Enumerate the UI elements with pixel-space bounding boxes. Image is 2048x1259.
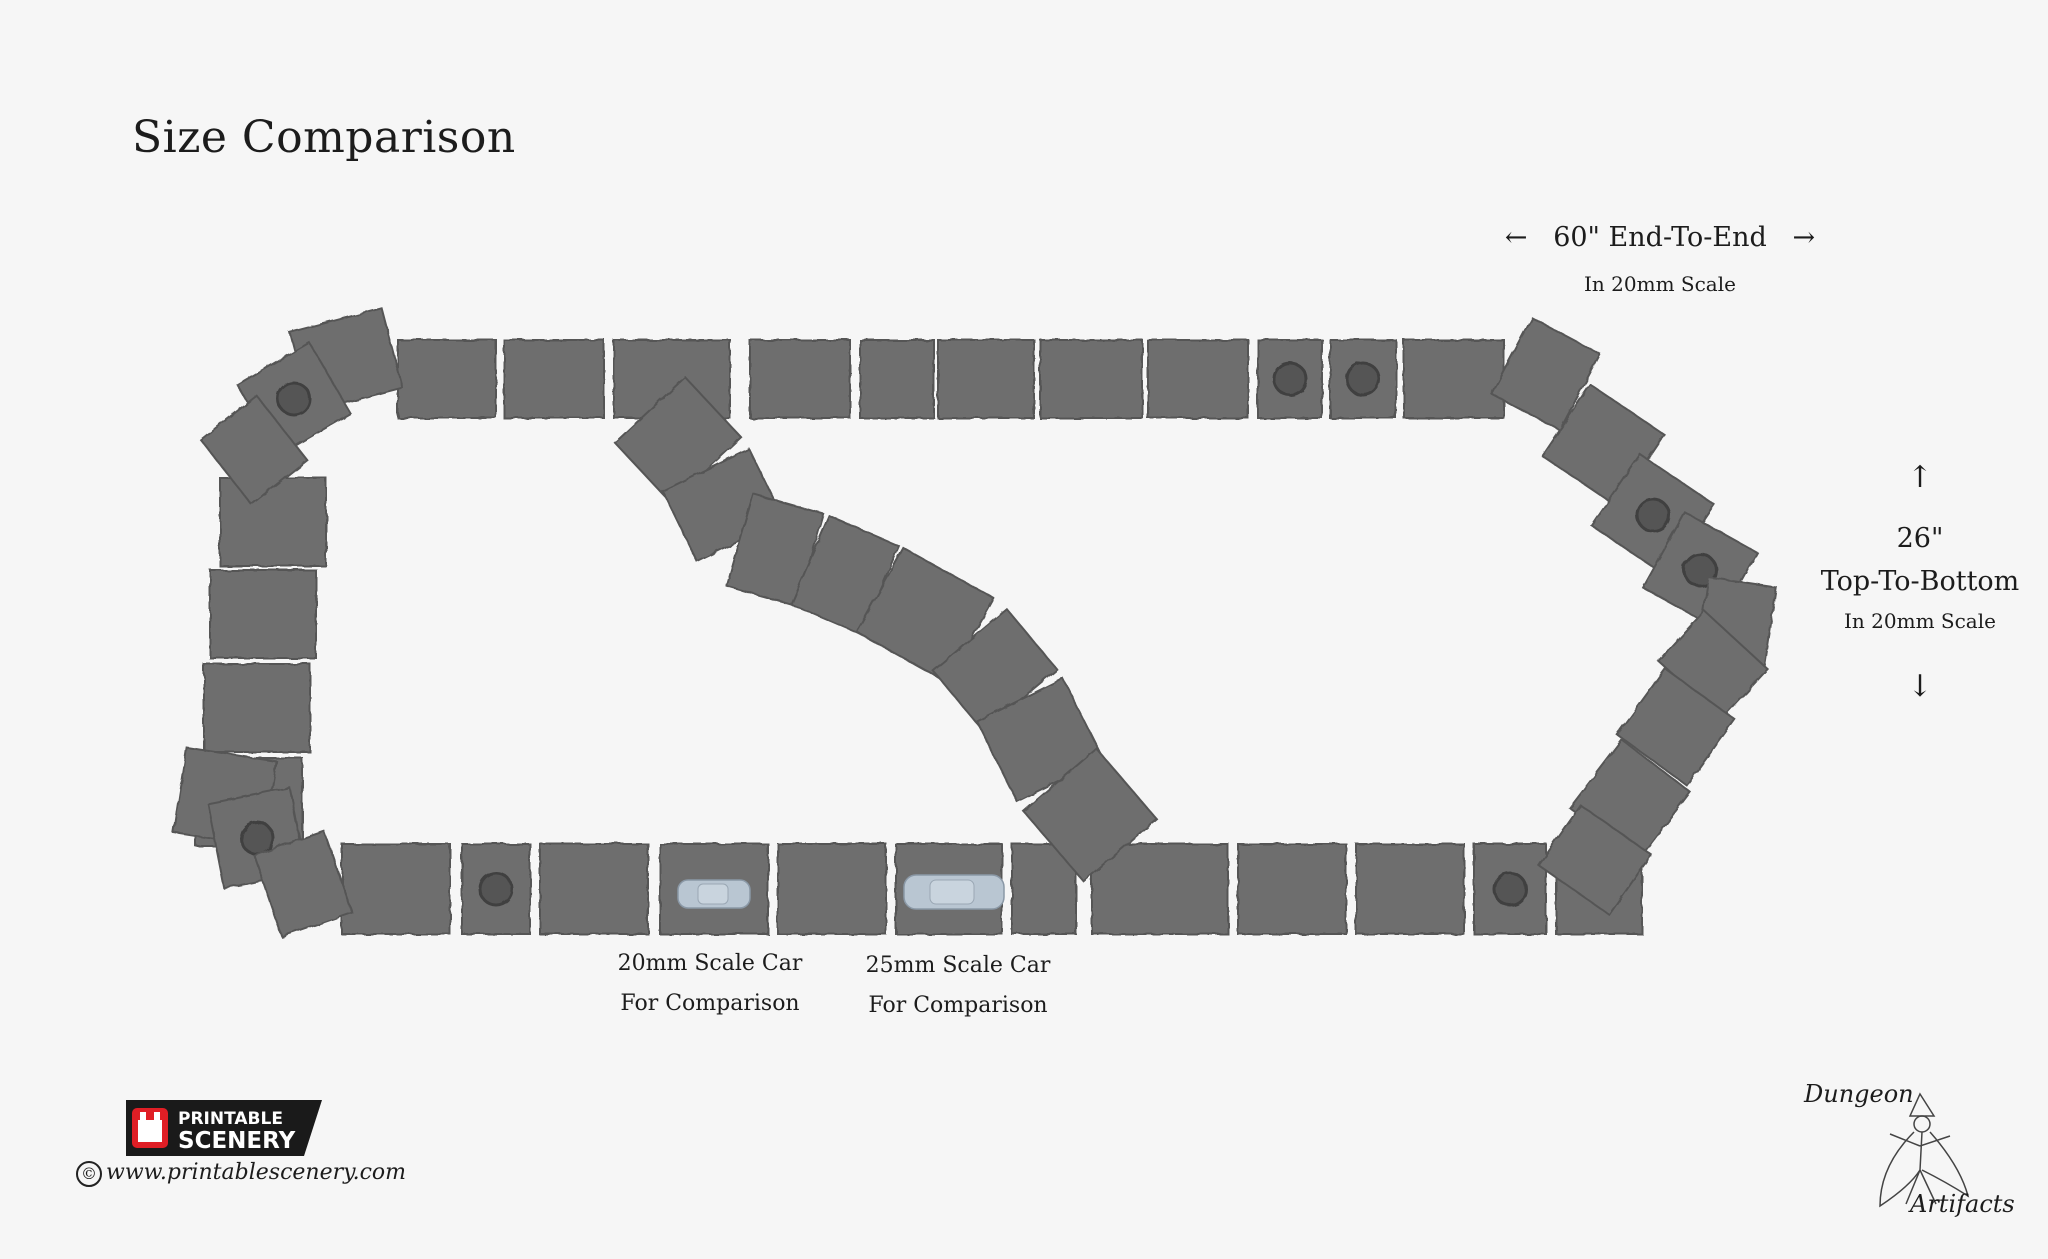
track-tile-18	[1091, 843, 1229, 935]
track-tile-32	[252, 830, 354, 938]
crater-mark	[276, 381, 312, 417]
track-tile-19	[1237, 843, 1347, 935]
track-tile-15	[777, 843, 887, 935]
car-25mm-caption: 25mm Scale Car For Comparison	[848, 946, 1068, 1026]
height-scale-label: In 20mm Scale	[1844, 609, 1996, 633]
crater-mark	[1635, 497, 1671, 533]
track-tile-3	[749, 339, 851, 419]
website-link[interactable]: www.printablescenery.com	[106, 1160, 407, 1185]
crater-mark	[1492, 871, 1528, 907]
arrow-up-icon: ↑	[1907, 460, 1933, 495]
track-tile-42	[613, 375, 743, 505]
track-tiles	[172, 307, 1778, 938]
track-tile-7	[1147, 339, 1249, 419]
crater-mark	[239, 820, 275, 856]
crater-mark	[478, 871, 514, 907]
track-tile-11	[341, 843, 451, 935]
logo-line2: SCENERY	[178, 1128, 296, 1154]
track-tile-41	[1537, 803, 1653, 917]
car-20mm-caption: 20mm Scale Car For Comparison	[600, 944, 820, 1024]
track-tile-10	[1403, 339, 1505, 419]
logo-line1: PRINTABLE	[178, 1109, 283, 1129]
car-25mm-caption-line1: 25mm Scale Car	[865, 953, 1051, 978]
track-tile-25	[203, 663, 311, 753]
height-label-text: Top-To-Bottom	[1820, 566, 2020, 597]
track-tile-44	[725, 492, 825, 608]
arrow-down-icon: ↓	[1907, 669, 1933, 704]
track-tile-33	[1490, 316, 1602, 432]
car-20mm-icon	[677, 879, 751, 909]
crater-mark	[1345, 361, 1381, 397]
page-title: Size Comparison	[132, 112, 516, 163]
car-25mm-icon	[903, 874, 1005, 910]
track-tile-6	[1039, 339, 1143, 419]
track-tile-49	[1022, 747, 1158, 883]
track-tile-1	[503, 339, 605, 419]
track-tile-23	[219, 477, 327, 567]
da-word-artifacts: Artifacts	[1910, 1190, 2015, 1218]
arrow-right-icon: →	[1792, 222, 1816, 253]
track-tile-29	[199, 394, 309, 506]
height-dimension-block: ↑ 26" Top-To-Bottom In 20mm Scale ↓	[1800, 460, 2040, 704]
printable-scenery-logo: PRINTABLE SCENERY	[126, 1100, 322, 1156]
car-20mm-caption-line2: For Comparison	[620, 991, 800, 1016]
arrow-left-icon: ←	[1504, 222, 1528, 253]
width-scale-label: In 20mm Scale	[1584, 272, 1736, 296]
track-tile-39	[1615, 667, 1737, 787]
copyright-icon: ©	[76, 1161, 102, 1187]
width-dimension-label: ← 60" End-To-End →	[1500, 222, 1820, 253]
track-tile-20	[1355, 843, 1465, 935]
track-tile-0	[397, 339, 497, 419]
car-25mm-caption-line2: For Comparison	[868, 993, 1048, 1018]
track-tile-24	[209, 569, 317, 659]
track-tile-4	[859, 339, 935, 419]
track-tile-13	[539, 843, 649, 935]
crater-mark	[1272, 361, 1308, 397]
da-word-dungeon: Dungeon	[1804, 1080, 1914, 1108]
width-label-text: 60" End-To-End	[1553, 222, 1767, 253]
copyright-line: ©www.printablescenery.com	[76, 1160, 406, 1187]
comparison-cars	[677, 874, 1005, 910]
track-tile-5	[937, 339, 1035, 419]
dungeon-artifacts-logo: Dungeon Artifacts	[1790, 1080, 2030, 1230]
car-20mm-caption-line1: 20mm Scale Car	[617, 951, 803, 976]
track-tile-47	[931, 607, 1059, 733]
height-value: 26"	[1896, 523, 1944, 554]
wizard-figure-icon	[1879, 1092, 1970, 1208]
